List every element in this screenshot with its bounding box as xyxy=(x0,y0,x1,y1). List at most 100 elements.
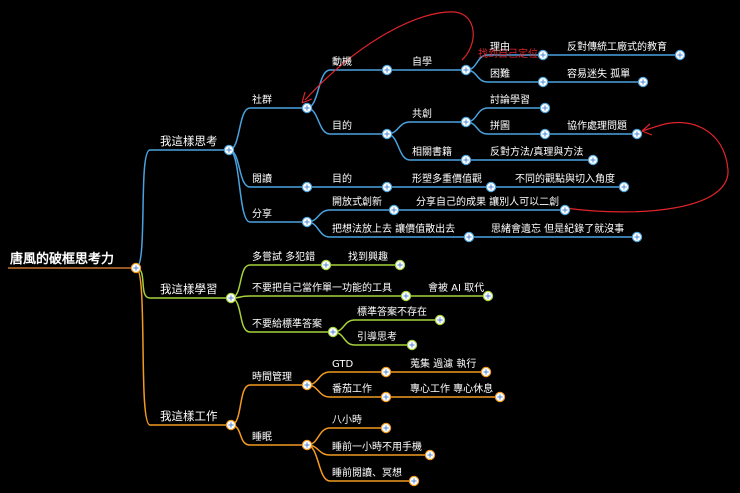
node-toggle[interactable] xyxy=(301,102,313,114)
node-toggle[interactable] xyxy=(327,326,339,338)
arrowhead-icon xyxy=(301,91,313,104)
node-toggle[interactable] xyxy=(301,216,313,228)
node-toggle[interactable] xyxy=(587,154,599,166)
node-toggle[interactable] xyxy=(482,290,494,302)
node-toggle[interactable] xyxy=(400,290,412,302)
node-toggle[interactable] xyxy=(494,391,506,403)
node-label: 容易迷失 孤單 xyxy=(567,67,630,80)
node-label: 多嘗試 多犯錯 xyxy=(252,250,315,263)
node-toggle[interactable] xyxy=(434,314,446,326)
node-toggle[interactable] xyxy=(631,231,643,243)
node-label: 會被 AI 取代 xyxy=(428,281,484,294)
node-toggle[interactable] xyxy=(537,49,549,61)
node-label: 唐風的破框思考力 xyxy=(10,251,114,267)
node-toggle[interactable] xyxy=(463,231,475,243)
annotation-layer: 找到自己定位 xyxy=(301,11,729,213)
node-label: 共創 xyxy=(412,108,432,120)
node-toggle[interactable] xyxy=(301,379,313,391)
node-label: 困難 xyxy=(490,67,510,80)
node-label: 時間管理 xyxy=(252,370,292,383)
node-toggle[interactable] xyxy=(460,116,472,128)
node-toggle[interactable] xyxy=(381,181,393,193)
node-label: GTD xyxy=(332,359,354,370)
node-toggle[interactable] xyxy=(460,154,472,166)
branch-label: 我這樣學習 xyxy=(160,282,218,296)
node-label: 形塑多重價值觀 xyxy=(412,172,482,185)
arrowhead-icon xyxy=(641,123,653,136)
node-toggle[interactable] xyxy=(539,128,551,140)
node-toggle[interactable] xyxy=(380,422,392,434)
node-label: 睡前一小時不用手機 xyxy=(332,440,422,453)
node-toggle[interactable] xyxy=(460,64,472,76)
node-toggle[interactable] xyxy=(223,144,235,156)
connector-curve xyxy=(386,133,411,161)
node-label: 討論學習 xyxy=(490,93,530,106)
node-toggle[interactable] xyxy=(380,391,392,403)
node-label: 睡前閱讀、冥想 xyxy=(332,466,402,479)
node-label: 標準答案不存在 xyxy=(357,305,427,318)
connector-curve xyxy=(135,149,151,269)
node-layer[interactable] xyxy=(130,49,686,487)
node-label: 專心工作 專心休息 xyxy=(410,382,493,395)
node-toggle[interactable] xyxy=(408,475,420,487)
node-toggle[interactable] xyxy=(225,419,237,431)
node-toggle[interactable] xyxy=(631,128,643,140)
node-label: 把想法放上去 讓價值散出去 xyxy=(332,222,455,235)
node-toggle[interactable] xyxy=(380,366,392,378)
node-label: 反對方法/真理與方法 xyxy=(490,145,583,158)
annotation-loop-arrow xyxy=(564,121,729,213)
node-label: 拼圖 xyxy=(490,119,510,132)
node-toggle[interactable] xyxy=(320,259,332,271)
node-label: 動機 xyxy=(332,55,352,68)
node-label: 不要給標準答案 xyxy=(252,317,322,330)
node-toggle[interactable] xyxy=(394,259,406,271)
node-toggle[interactable] xyxy=(225,292,237,304)
node-toggle[interactable] xyxy=(674,49,686,61)
connector-curve xyxy=(228,107,251,151)
node-toggle[interactable] xyxy=(381,128,393,140)
annotation-text: 找到自己定位 xyxy=(478,47,538,60)
node-toggle[interactable] xyxy=(424,449,436,461)
connector-curve xyxy=(230,384,251,426)
node-toggle[interactable] xyxy=(480,366,492,378)
node-toggle[interactable] xyxy=(388,204,400,216)
node-label: 開放式創新 xyxy=(332,195,382,208)
node-label: 理由 xyxy=(490,40,510,53)
node-label: 閱讀 xyxy=(252,172,272,185)
root-toggle[interactable] xyxy=(130,262,142,274)
branch-label: 我這樣思考 xyxy=(160,134,218,148)
node-toggle[interactable] xyxy=(539,102,551,114)
node-toggle[interactable] xyxy=(381,64,393,76)
node-label: 引導思考 xyxy=(357,330,397,343)
connector-curve xyxy=(306,107,331,135)
node-toggle[interactable] xyxy=(618,181,630,193)
connector-curve xyxy=(306,69,331,109)
node-toggle[interactable] xyxy=(637,76,649,88)
node-label: 自學 xyxy=(412,55,432,68)
node-label: 不要把自己當作單一功能的工具 xyxy=(252,281,392,294)
node-label: 不同的觀點與切入角度 xyxy=(515,172,615,185)
node-label: 社群 xyxy=(252,93,272,106)
connector-curve xyxy=(135,267,151,426)
node-label: 相關書籍 xyxy=(412,145,452,158)
node-toggle[interactable] xyxy=(301,439,313,451)
node-toggle[interactable] xyxy=(485,181,497,193)
branch-label: 我這樣工作 xyxy=(160,409,218,423)
node-toggle[interactable] xyxy=(406,339,418,351)
annotation-swoop-arrow xyxy=(304,11,474,101)
node-label: 番茄工作 xyxy=(332,382,372,395)
node-toggle[interactable] xyxy=(301,181,313,193)
node-label: 目的 xyxy=(332,119,352,132)
node-label: 分享 xyxy=(252,207,272,220)
node-toggle[interactable] xyxy=(537,76,549,88)
node-label: 反對傳統工廠式的教育 xyxy=(567,40,667,53)
node-toggle[interactable] xyxy=(559,204,571,216)
node-label: 目的 xyxy=(332,172,352,185)
node-label: 睡眠 xyxy=(252,430,272,443)
node-label: 八小時 xyxy=(332,414,362,426)
node-label: 分享自己的成果 讓別人可以二創 xyxy=(416,195,559,208)
connector-curve xyxy=(230,297,251,333)
node-label: 找到興趣 xyxy=(348,250,388,263)
